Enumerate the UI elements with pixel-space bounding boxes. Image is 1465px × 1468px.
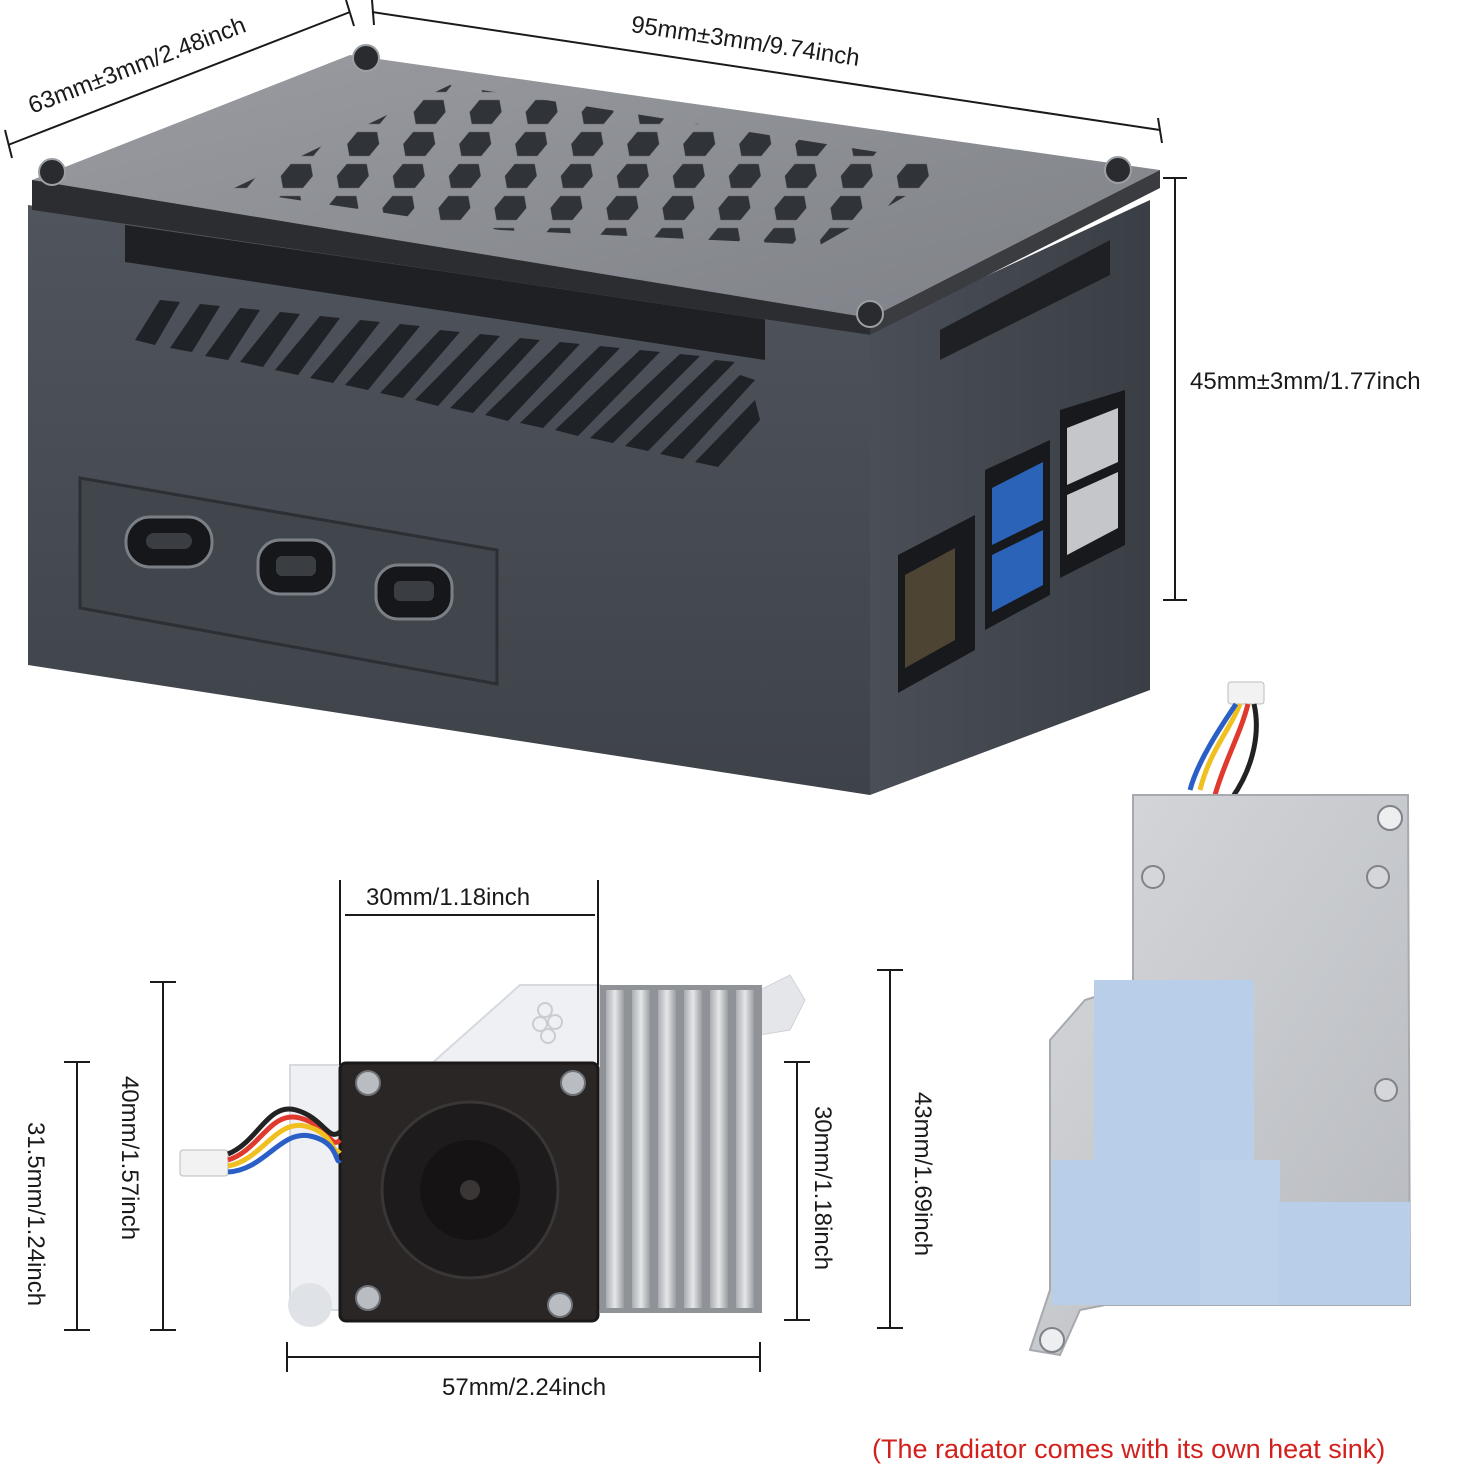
radiator-note: (The radiator comes with its own heat si… <box>872 1434 1386 1464</box>
heat-sink-fins <box>600 985 762 1313</box>
fan-width-label: 30mm/1.18inch <box>366 884 531 911</box>
case-slot <box>125 225 765 360</box>
fan-dimension-lines <box>64 880 903 1372</box>
radiator-back <box>1028 681 1412 1357</box>
case <box>28 44 1160 795</box>
lid-screws <box>38 44 1132 328</box>
fan-total-width-label: 57mm/2.24inch <box>442 1374 607 1401</box>
case-dimension-lines <box>4 0 1187 601</box>
fan-height-label: 30mm/1.18inch <box>809 1105 837 1271</box>
case-height-label: 45mm±3mm/1.77inch <box>1190 368 1421 395</box>
lid-honeycomb <box>230 85 960 245</box>
fan-cable <box>179 1106 342 1177</box>
fan-total-height-label: 40mm/1.57inch <box>116 1075 144 1241</box>
thermal-pads <box>1052 980 1410 1305</box>
fan-mount-height-label: 31.5mm/1.24inch <box>22 1121 50 1307</box>
fan-screws <box>355 1070 586 1318</box>
radiator-cable <box>1187 681 1265 800</box>
radiator-height-label: 43mm/1.69inch <box>909 1091 937 1257</box>
fan-cooler <box>179 974 806 1327</box>
raspberry-logo <box>532 1002 563 1044</box>
side-vents <box>135 300 760 467</box>
radiator-screws <box>1039 805 1403 1353</box>
